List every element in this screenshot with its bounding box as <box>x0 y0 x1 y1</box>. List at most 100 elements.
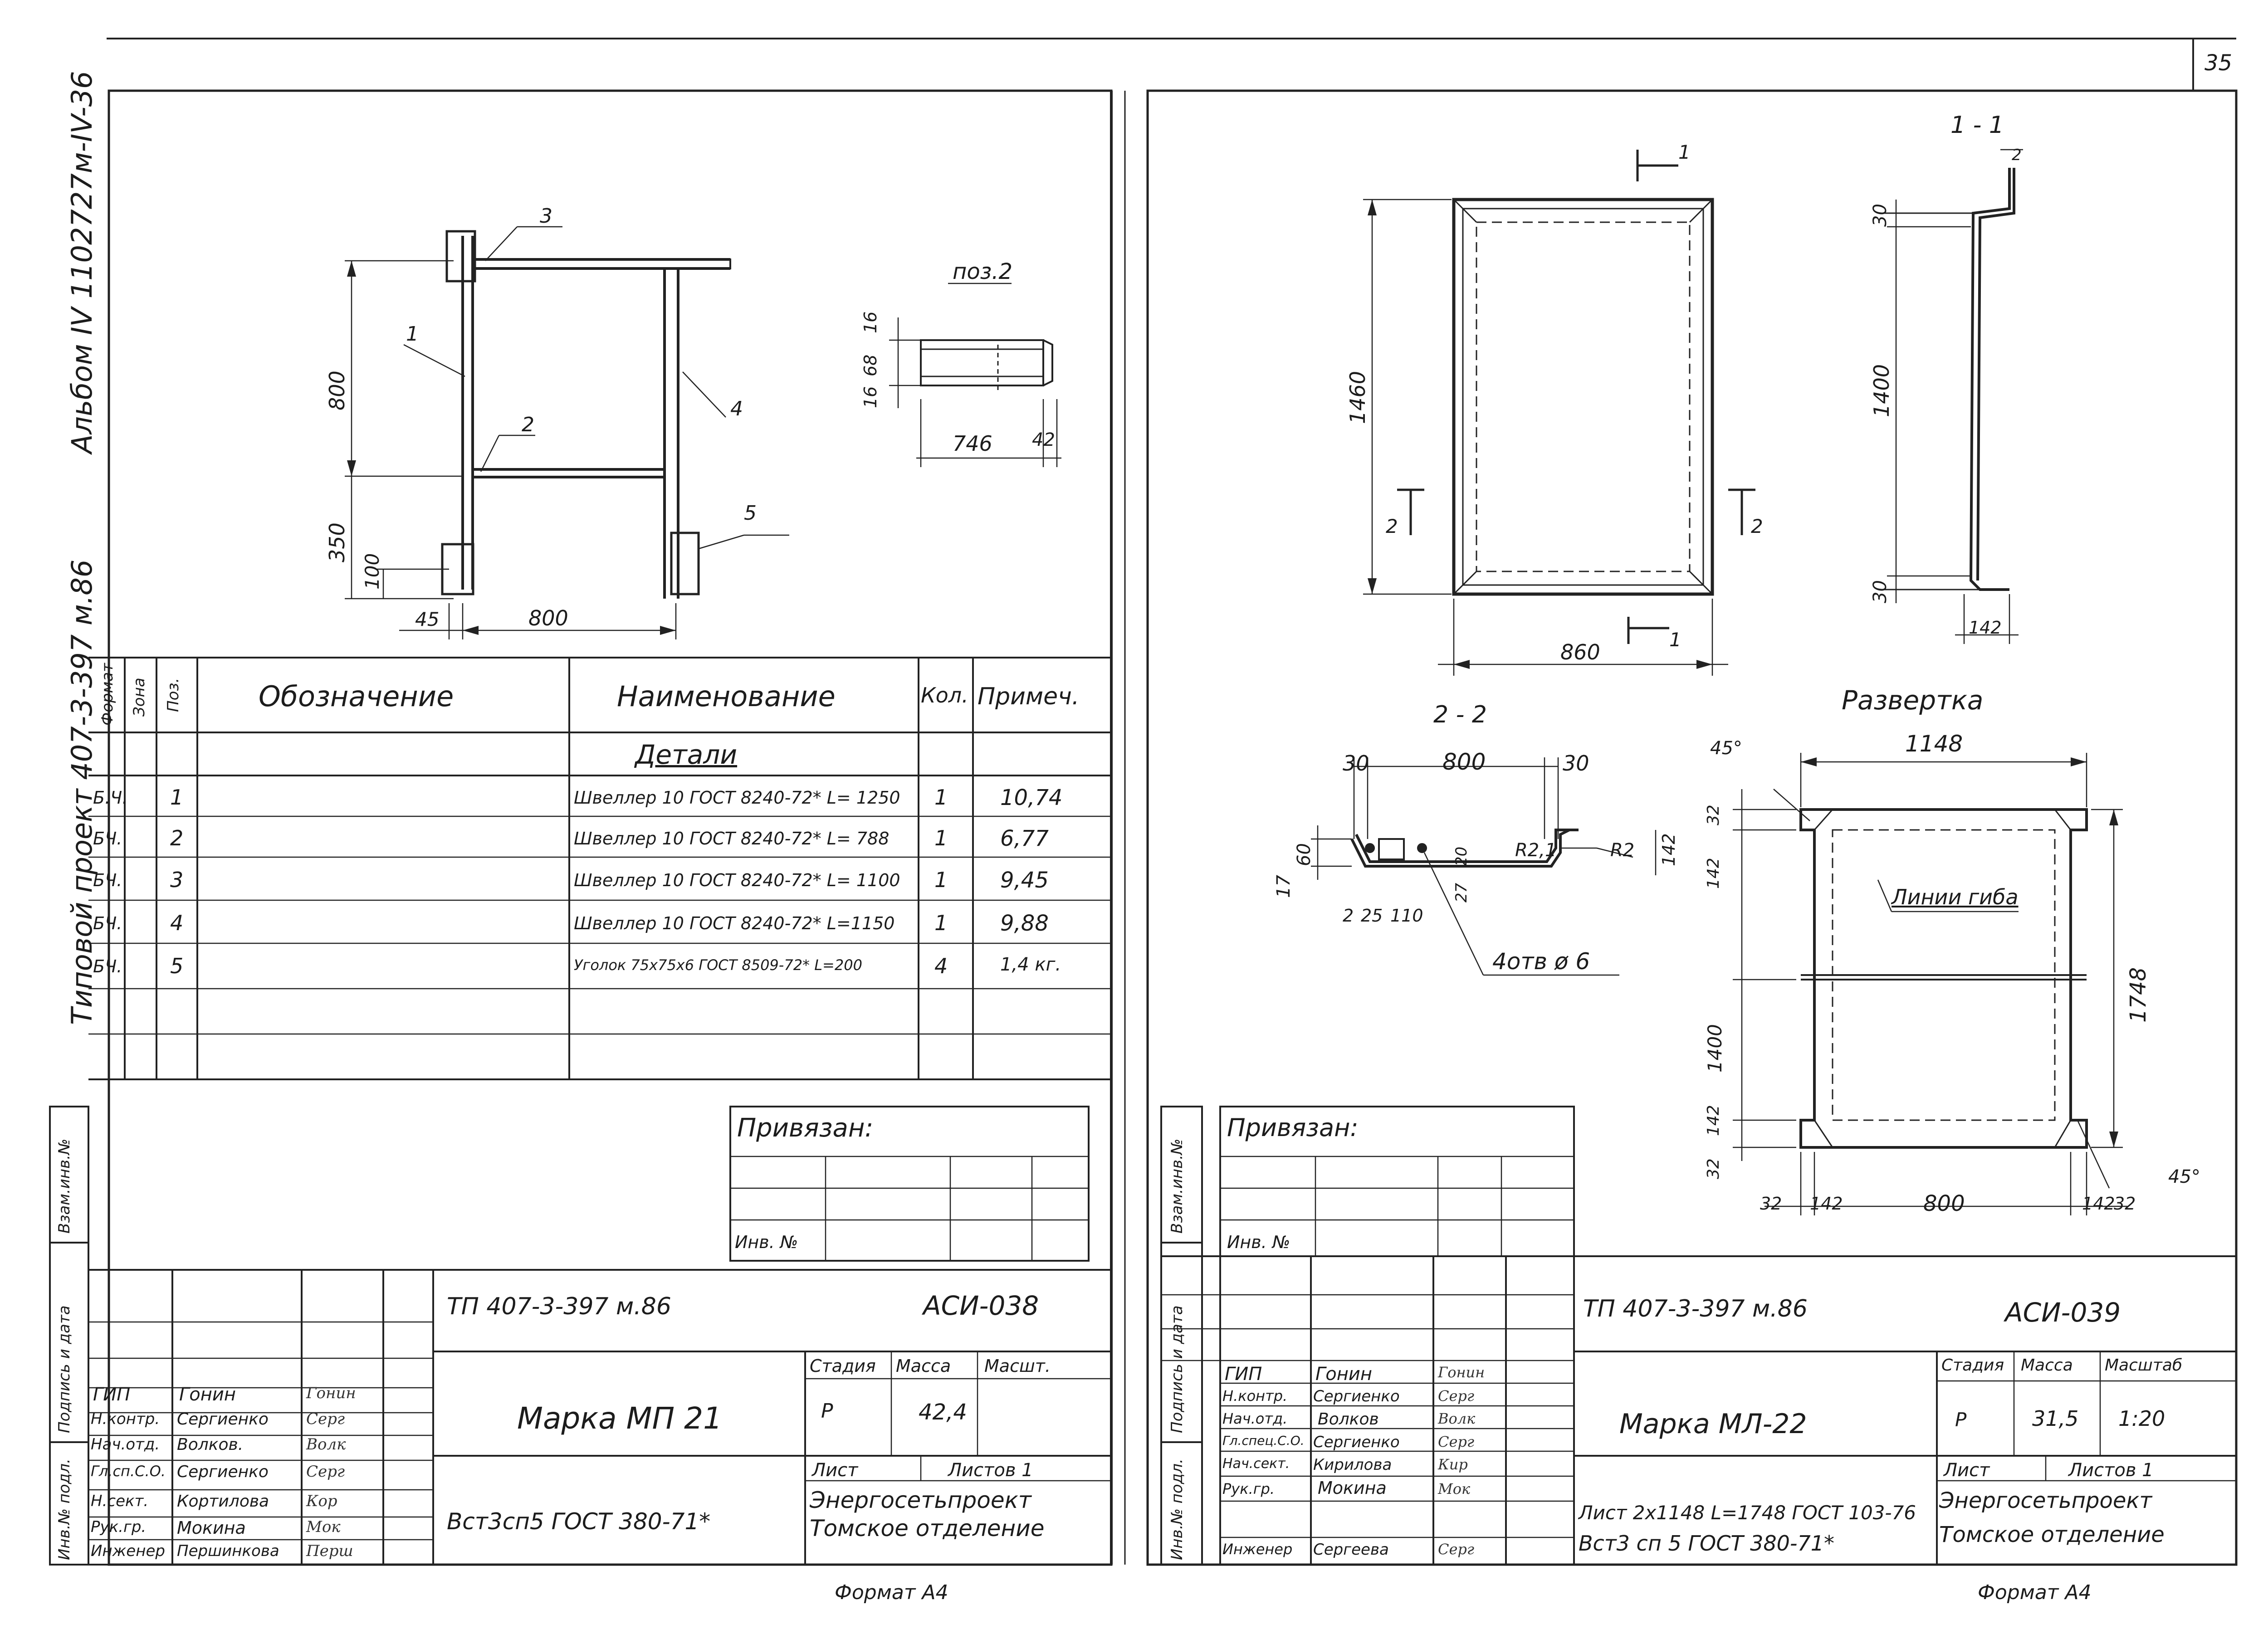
right-format: Формат А4 <box>1978 1581 2092 1604</box>
left-sheets-h: Листов 1 <box>948 1460 1033 1481</box>
section-2-2-label: 2 - 2 <box>1433 701 1487 728</box>
dim-68: 68 <box>860 354 880 376</box>
flat-pattern-label: Развертка <box>1842 685 1984 716</box>
spec-row-3-format: БЧ. <box>93 870 122 890</box>
left-material: Вст3сп5 ГОСТ 380-71* <box>447 1508 711 1535</box>
fp-dim-32b: 32 <box>1704 1158 1723 1179</box>
left-org1: Энергосетьпроект <box>810 1487 1031 1513</box>
spec-h-note: Примеч. <box>978 683 1080 710</box>
fp-b-142a: 142 <box>1810 1194 1843 1214</box>
left-staff-name-5: Кортилова <box>177 1492 269 1511</box>
right-scale-h: Масштаб <box>2105 1356 2183 1375</box>
right-staff-name-6: Мокина <box>1318 1478 1387 1498</box>
spec-row-4-format: БЧ. <box>93 913 122 933</box>
dim-350: 350 <box>325 522 349 562</box>
spec-row-4-note: 9,88 <box>1000 911 1049 936</box>
left-staff-sig-2: Серг <box>306 1410 345 1428</box>
dim-1460: 1460 <box>1345 371 1370 424</box>
dim-746: 746 <box>953 431 992 456</box>
right-staff-sig-1: Гонин <box>1438 1364 1485 1381</box>
dim-800-vert: 800 <box>325 371 349 410</box>
left-staff-sig-4: Серг <box>306 1463 345 1481</box>
left-staff-name-7: Першинкова <box>177 1542 279 1560</box>
fp-b-800: 800 <box>1923 1191 1965 1216</box>
right-project-code: ТП 407-3-397 м.86 <box>1583 1295 1808 1322</box>
right-org2: Томское отделение <box>1939 1522 2165 1547</box>
sec11-dim-30b: 30 <box>1870 580 1891 603</box>
left-staff-name-4: Сергиенко <box>177 1463 269 1481</box>
dim-800-horz: 800 <box>528 606 568 630</box>
right-staff-role-7: Инженер <box>1222 1541 1293 1558</box>
cut-1-top: 1 <box>1678 141 1691 163</box>
left-staff-sig-6: Мок <box>306 1518 341 1536</box>
fp-b-142b: 142 <box>2082 1194 2115 1214</box>
spec-row-3-name: Швеллер 10 ГОСТ 8240-72* L= 1100 <box>574 870 900 890</box>
sec22-dim-110: 110 <box>1390 906 1423 926</box>
side-label-project: Типовой проект 407-3-397 м.86 <box>65 559 98 1025</box>
left-staff-name-1: Гонин <box>179 1384 236 1405</box>
right-staff-role-4: Гл.спец.С.О. <box>1222 1433 1305 1448</box>
sec22-r2: R2 <box>1610 840 1635 861</box>
sec22-dim-25: 25 <box>1361 906 1383 926</box>
left-sheet-h: Лист <box>812 1460 858 1481</box>
callout-1: 1 <box>406 322 419 346</box>
right-staff-sig-5: Кир <box>1438 1456 1468 1473</box>
callout-5: 5 <box>744 502 757 525</box>
sec11-dim-142: 142 <box>1969 618 2002 638</box>
left-staff-sig-3: Волк <box>306 1435 346 1454</box>
left-org2: Томское отделение <box>810 1515 1045 1541</box>
right-mark: Марка МЛ-22 <box>1619 1408 1807 1440</box>
side-label-album: Альбом IV 1102727м-IV-36 <box>65 71 98 454</box>
cut-2-right: 2 <box>1751 515 1763 537</box>
left-staff-role-7: Инженер <box>91 1542 165 1560</box>
right-staff-role-2: Н.контр. <box>1222 1387 1288 1405</box>
spec-h-name: Наименование <box>617 680 836 713</box>
spec-row-3-note: 9,45 <box>1000 868 1049 893</box>
left-format: Формат А4 <box>835 1581 948 1604</box>
sec22-r21: R2,1 <box>1515 840 1557 861</box>
left-stamp-vert-2: Подпись и дата <box>55 1305 73 1433</box>
ml22-panel-front <box>1452 198 1714 596</box>
left-staff-role-4: Гл.сп.С.О. <box>91 1463 166 1480</box>
left-title-grid <box>88 1269 1112 1566</box>
right-staff-sig-3: Волк <box>1438 1410 1476 1427</box>
spec-row-2-format: БЧ. <box>93 829 122 849</box>
sec22-dim-17: 17 <box>1273 875 1294 898</box>
left-staff-name-2: Сергиенко <box>177 1410 269 1429</box>
left-staff-name-3: Волков. <box>177 1435 244 1454</box>
sec11-dim-1400: 1400 <box>1869 364 1894 417</box>
sec11-dim-2: 2 <box>2012 146 2022 164</box>
fp-dim-32a: 32 <box>1704 805 1723 825</box>
left-inv-no: Инв. № <box>735 1232 798 1252</box>
section-2-2 <box>1350 829 1579 868</box>
left-stage: Р <box>821 1400 833 1423</box>
spec-row-1-format: Б.Ч. <box>93 788 128 808</box>
left-frame <box>108 89 1113 1566</box>
right-material-1: Лист 2х1148 L=1748 ГОСТ 103-76 <box>1579 1502 1916 1524</box>
right-staff-name-3: Волков <box>1318 1410 1379 1429</box>
left-project-code: ТП 407-3-397 м.86 <box>447 1293 671 1320</box>
spec-row-2-note: 6,77 <box>1000 826 1049 851</box>
fp-b-32b: 32 <box>2114 1194 2136 1214</box>
right-staff-role-6: Рук.гр. <box>1222 1480 1275 1497</box>
spec-row-2-qty: 1 <box>934 826 948 850</box>
spec-row-5-note: 1,4 кг. <box>1000 954 1061 975</box>
fp-angle-45a: 45° <box>1710 738 1742 759</box>
spec-vh-pos: Поз. <box>164 678 182 712</box>
section-1-1 <box>1882 168 2015 591</box>
dim-16a: 16 <box>860 311 880 333</box>
spec-h-qty: Кол. <box>921 683 968 707</box>
cut-2-left: 2 <box>1386 515 1398 537</box>
spec-vh-zone: Зона <box>130 678 148 717</box>
sec22-dim-142: 142 <box>1659 833 1679 866</box>
callout-4: 4 <box>730 397 743 420</box>
left-mass: 42,4 <box>919 1400 967 1425</box>
right-staff-sig-7: Серг <box>1438 1541 1475 1558</box>
spec-row-5-format: БЧ. <box>93 956 122 976</box>
spec-row-5-name: Уголок 75х75х6 ГОСТ 8509-72* L=200 <box>574 956 862 974</box>
pos2-detail <box>920 339 1053 390</box>
right-org1: Энергосетьпроект <box>1939 1488 2152 1513</box>
left-scale-h: Масшт. <box>984 1356 1051 1376</box>
callout-2: 2 <box>522 413 534 436</box>
